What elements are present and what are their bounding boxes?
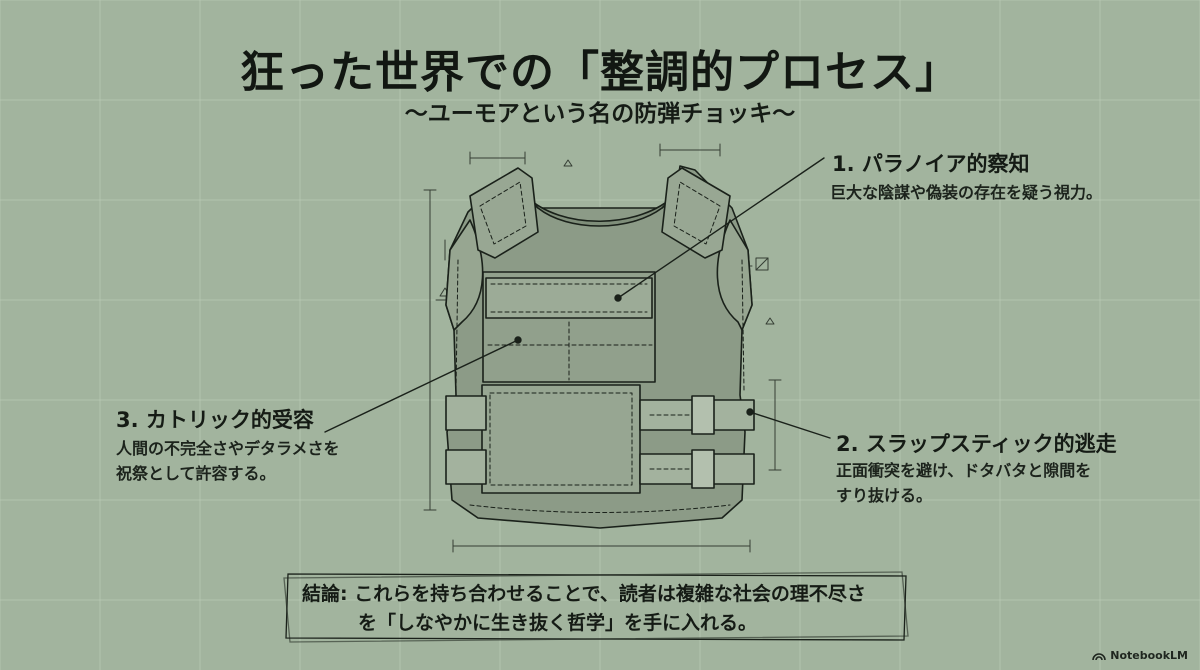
watermark: NotebookLM [1092, 649, 1188, 662]
watermark-label: NotebookLM [1110, 649, 1188, 662]
pocket-flap [485, 277, 653, 319]
lower-pocket [481, 384, 641, 494]
point-2-description: 正面衝突を避け、ドタバタと隙間を すり抜ける。 [836, 461, 1092, 505]
point-2-heading: 2. スラップスティック的逃走 [836, 432, 1117, 456]
point-3-description: 人間の不完全さやデタラメさを 祝祭として許容する。 [116, 439, 340, 483]
page-title: 狂った世界での「整調的プロセス」 [240, 47, 960, 98]
dimension-lines [423, 143, 782, 553]
notebooklm-logo-icon [1092, 652, 1107, 660]
conclusion-box [283, 571, 909, 643]
left-shoulder-strap [469, 167, 539, 259]
page-subtitle: 〜ユーモアという名の防弾チョッキ〜 [404, 101, 796, 127]
point-1-heading: 1. パラノイア的察知 [832, 152, 1030, 176]
callout-lines [324, 157, 831, 439]
conclusion-text: 結論: これらを持ち合わせることで、読者は複雑な社会の理不尽さ を「しなやかに生… [302, 583, 866, 634]
right-shoulder-strap [661, 167, 731, 259]
point-3-heading: 3. カトリック的受容 [116, 408, 314, 432]
point-1-description: 巨大な陰謀や偽装の存在を疑う視力。 [830, 183, 1103, 202]
